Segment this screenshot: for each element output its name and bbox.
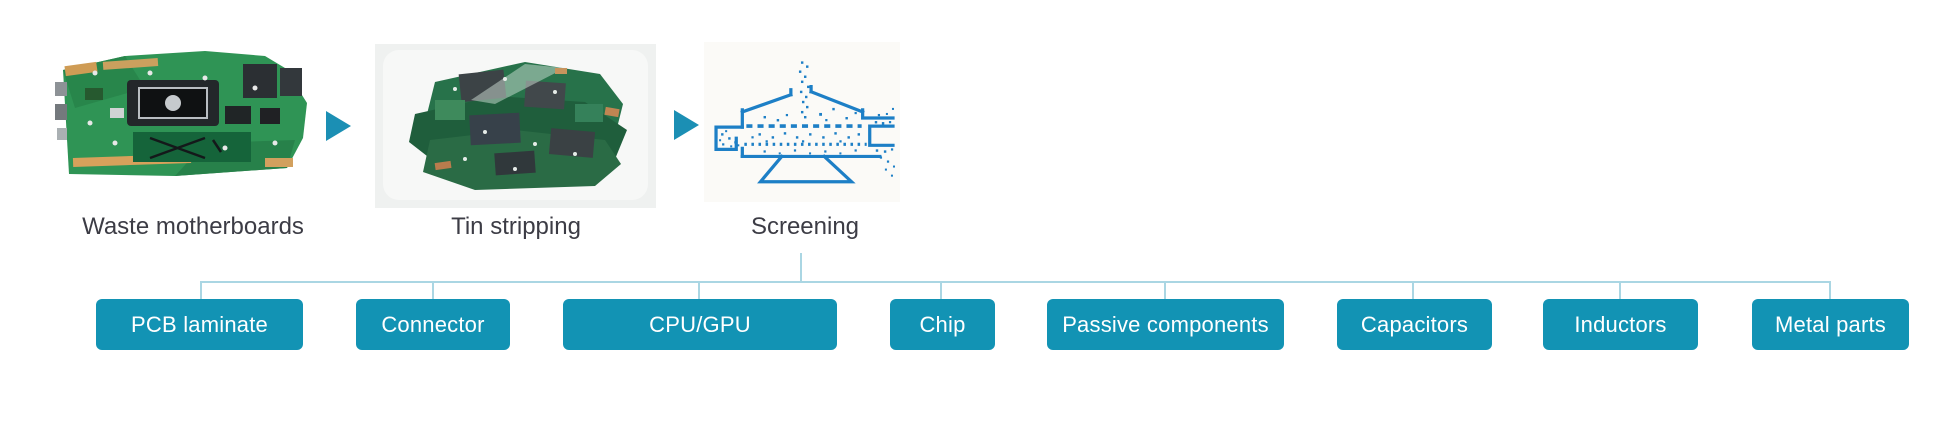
stage-label-tin-stripping: Tin stripping: [451, 213, 581, 240]
output-box-capacitors: Capacitors: [1337, 299, 1492, 350]
output-box-pcb-laminate: PCB laminate: [96, 299, 303, 350]
falling-particles: [798, 61, 810, 119]
screening-icon-background: [704, 42, 900, 202]
tree-branch-line: [432, 283, 434, 300]
tree-branch-line: [940, 283, 942, 300]
tree-branch-line: [1829, 283, 1831, 300]
stage-label-waste-motherboards: Waste motherboards: [82, 213, 304, 240]
tree-branch-line: [200, 283, 202, 300]
tree-branch-line: [1619, 283, 1621, 300]
flow-arrow-icon: [674, 110, 699, 140]
output-box-chip: Chip: [890, 299, 995, 350]
tree-branch-line: [1412, 283, 1414, 300]
stage-label-screening: Screening: [750, 213, 860, 240]
waste-motherboards-photo: [55, 51, 307, 176]
particles-in-screen: [751, 107, 861, 155]
particles-right-outlets: [874, 107, 895, 177]
output-box-connector: Connector: [356, 299, 510, 350]
flow-arrow-icon: [326, 111, 351, 141]
tree-horizontal-line: [200, 281, 1831, 283]
output-box-metal-parts: Metal parts: [1752, 299, 1909, 350]
tree-stem-line: [800, 253, 802, 281]
tree-branch-line: [698, 283, 700, 300]
output-box-passive-components: Passive components: [1047, 299, 1284, 350]
screening-machine-icon: [714, 61, 895, 184]
output-box-cpu-gpu: CPU/GPU: [563, 299, 837, 350]
tin-stripping-photo: [375, 44, 656, 208]
tree-branch-line: [1164, 283, 1166, 300]
output-box-inductors: Inductors: [1543, 299, 1698, 350]
particles-left-outlet: [719, 130, 740, 148]
